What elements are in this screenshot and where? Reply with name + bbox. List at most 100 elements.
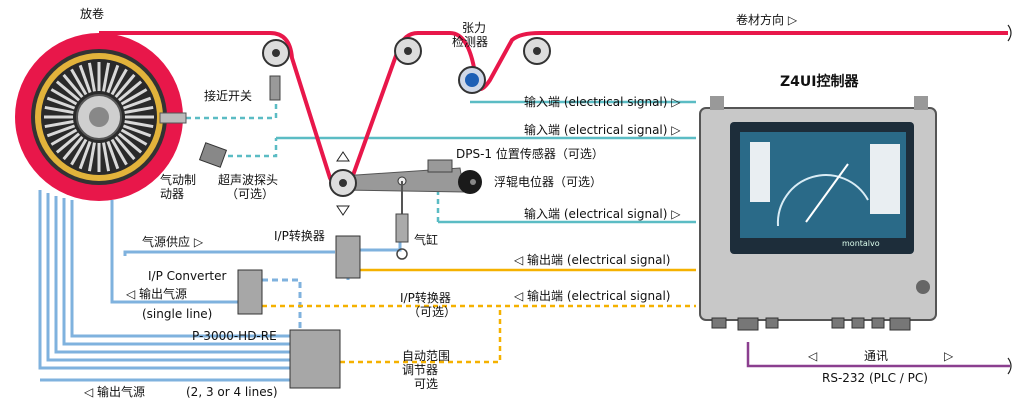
ip-opt-line-2: （可选） (408, 305, 456, 319)
air-line-brake-2 (46, 193, 290, 362)
p3000-label: P-3000-HD-RE (192, 329, 277, 343)
air-output-multi-label: ◁ 输出气源 (83, 384, 145, 399)
ip-converter-label: I/P转换器 (274, 228, 325, 243)
status-light (916, 280, 930, 294)
brake-fin (117, 80, 143, 102)
brake-fin (102, 62, 111, 92)
air-line-brake-5 (70, 200, 290, 338)
comm-left-arrow: ◁ (807, 349, 817, 363)
input-signal-2-label: 输入端 (electrical signal) ▷ (524, 122, 681, 137)
air-dashed-lines (262, 260, 350, 336)
input-signal-3-label: 输入端 (electrical signal) ▷ (524, 206, 681, 221)
dancer-down-arrow (336, 205, 350, 216)
ultrasonic-probe-sensor (198, 142, 228, 168)
web-direction-label: 卷材方向 ▷ (736, 12, 798, 27)
brake-fin (70, 138, 88, 166)
comm-line (746, 342, 1010, 368)
air-line-brake-3 (54, 196, 290, 354)
brake-fin (122, 124, 152, 138)
brake-fin (124, 120, 154, 129)
dps1-label: DPS-1 位置传感器（可选） (456, 146, 604, 161)
tension-sensor-line-1: 张力 (462, 21, 486, 35)
ultrasonic-line-2: （可选） (226, 187, 274, 201)
single-line-label: (single line) (142, 307, 212, 321)
brake-fin (70, 68, 88, 96)
air-line-brake-1 (38, 190, 290, 370)
proximity-switch-head (269, 75, 281, 101)
brake-fin (87, 142, 96, 172)
controller-bracket-right (914, 96, 928, 110)
ultrasonic-probe-label: 超声波探头（可选） (218, 172, 278, 201)
brake-fin (44, 105, 74, 114)
ultrasonic-dashed (228, 138, 278, 158)
unwind-roll (15, 33, 183, 201)
ip-converter-en-label: I/P Converter (148, 269, 226, 283)
brake-fins (44, 62, 154, 172)
comm-label: 通讯 (864, 349, 888, 363)
brake-fin (46, 96, 76, 110)
web-break (1007, 24, 1012, 42)
proximity-switch-label: 接近开关 (204, 88, 252, 103)
air-cylinder-body (395, 213, 409, 243)
brake-fin (78, 140, 92, 170)
p3000-regulator (289, 329, 341, 389)
hub-center (89, 107, 109, 127)
comm-right-arrow: ▷ (944, 349, 954, 363)
brake-fin (106, 140, 120, 170)
auto-range-line-2: 调节器 (402, 363, 438, 377)
air-line-brake-4 (62, 198, 290, 346)
brake-fin (120, 128, 148, 146)
auto-range-label: 自动范围调节器可选 (402, 349, 450, 391)
ip-converter-single (237, 269, 263, 315)
brake-fin (62, 135, 84, 161)
brake-fin (110, 68, 128, 96)
output-signal-2-label: ◁ 输出端 (electrical signal) (513, 288, 671, 303)
dancer-assembly (329, 151, 482, 260)
brake-fin (44, 120, 74, 129)
ip-converter-main (335, 235, 361, 279)
pneumatic-brake-label: 气动制动器 (160, 172, 196, 201)
brake-line-1: 气动制 (160, 172, 196, 187)
brake-fin (110, 138, 128, 166)
tension-sensor-core (465, 73, 479, 87)
brake-fin (50, 88, 78, 106)
tension-sensor-label: 张力检测器 (452, 21, 488, 49)
brake-fin (78, 64, 92, 94)
brake-fin (106, 64, 120, 94)
ip-opt-line-1: I/P转换器 (400, 290, 451, 305)
input-signal-1-label: 输入端 (electrical signal) ▷ (524, 94, 681, 109)
comm-break (1007, 357, 1012, 375)
air-output-single-label: ◁ 输出气源 (125, 286, 187, 301)
output-signal-1-label: ◁ 输出端 (electrical signal) (513, 252, 671, 267)
dps1-position-sensor (427, 159, 453, 173)
cylinder-air-line (360, 220, 402, 252)
air-line-single (110, 200, 238, 304)
z4ui-controller: montalvo (699, 96, 937, 331)
air-cylinder-label: 气缸 (414, 232, 438, 247)
ultrasonic-line-1: 超声波探头 (218, 172, 278, 187)
auto-range-line-3: 可选 (414, 377, 438, 391)
dancer-up-arrow (336, 151, 350, 162)
web-material (99, 31, 1008, 190)
cable-glands (711, 317, 911, 331)
brake-fin (124, 105, 154, 114)
brake-fin (122, 96, 152, 110)
dancer-pot-label: 浮辊电位器（可选） (494, 174, 602, 189)
proximity-dashed (186, 100, 278, 120)
controller-bracket-left (710, 96, 724, 110)
brake-line-2: 动器 (160, 187, 184, 201)
brake-fin (114, 135, 136, 161)
rollers (262, 37, 551, 94)
air-supply-label: 气源供应 ▷ (142, 234, 204, 249)
ip-converter-optional-label: I/P转换器（可选） (400, 290, 456, 319)
lines-count-label: (2, 3 or 4 lines) (186, 385, 278, 399)
brake-fin (120, 88, 148, 106)
signal-lines (276, 100, 696, 224)
unwind-label: 放卷 (80, 6, 104, 21)
air-supply-line (123, 250, 335, 256)
controller-brand: montalvo (842, 239, 880, 248)
brake-fin (50, 128, 78, 146)
controller-title: Z4UI控制器 (780, 73, 859, 90)
output-dashed-lines (262, 304, 696, 364)
